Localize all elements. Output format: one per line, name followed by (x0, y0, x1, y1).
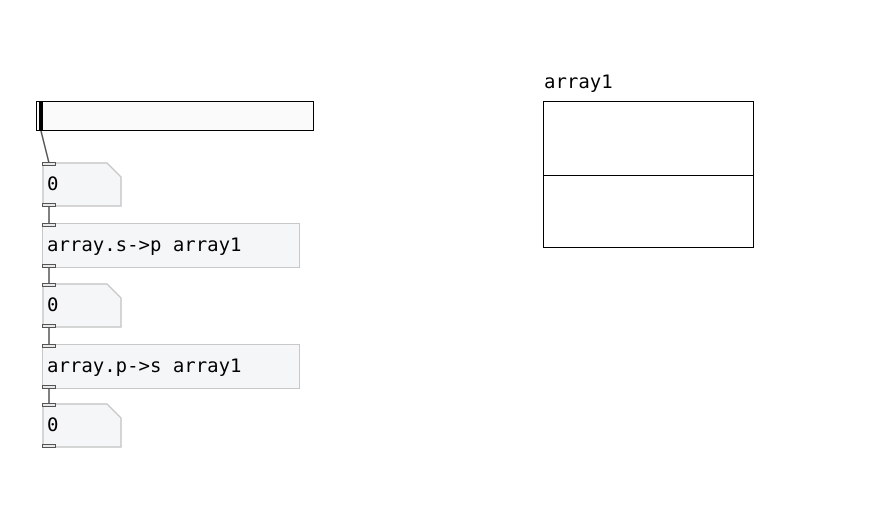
number-box-1-shape (42, 162, 122, 207)
number-box-1[interactable]: 0 (42, 162, 122, 207)
number-box-1-outlet[interactable] (42, 203, 56, 207)
object-array-s-to-p-text: array.s->p array1 (47, 234, 242, 256)
object-array-s-to-p[interactable]: array.s->p array1 (42, 223, 300, 268)
number-box-3-value: 0 (47, 414, 59, 436)
object-array-p-to-s-outlet[interactable] (42, 385, 56, 389)
cord-slider-to-number-1 (40, 130, 50, 164)
number-box-1-inlet[interactable] (42, 162, 56, 166)
array-graph-line[interactable] (544, 175, 753, 176)
number-box-3-inlet[interactable] (42, 403, 56, 407)
hslider[interactable] (36, 101, 314, 131)
object-array-p-to-s-inlet[interactable] (42, 344, 56, 348)
array-graph[interactable] (543, 101, 754, 248)
array-graph-label: array1 (544, 71, 613, 93)
object-array-p-to-s-text: array.p->s array1 (47, 355, 242, 377)
number-box-1-value: 0 (47, 173, 59, 195)
number-box-3[interactable]: 0 (42, 403, 122, 448)
number-box-3-outlet[interactable] (42, 444, 56, 448)
number-box-2-value: 0 (47, 294, 59, 316)
hslider-knob[interactable] (39, 102, 43, 130)
number-box-3-shape (42, 403, 122, 448)
object-array-p-to-s[interactable]: array.p->s array1 (42, 344, 300, 389)
number-box-2-shape (42, 283, 122, 328)
object-array-s-to-p-inlet[interactable] (42, 223, 56, 227)
object-array-s-to-p-outlet[interactable] (42, 264, 56, 268)
number-box-2-outlet[interactable] (42, 324, 56, 328)
number-box-2-inlet[interactable] (42, 283, 56, 287)
number-box-2[interactable]: 0 (42, 283, 122, 328)
